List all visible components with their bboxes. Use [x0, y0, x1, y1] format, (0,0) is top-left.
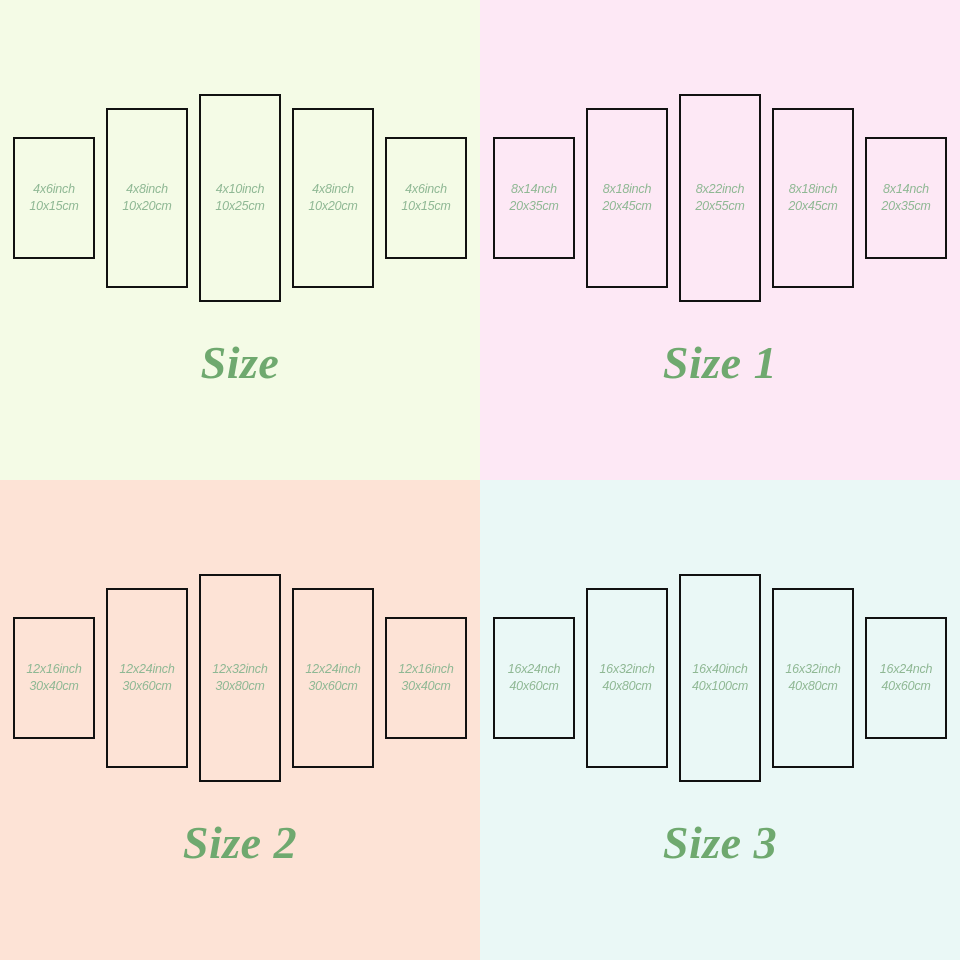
panel-size-inch: 12x16inch — [398, 662, 454, 677]
canvas-panel[interactable]: 4x6inch 10x15cm — [13, 137, 95, 259]
panel-size-cm: 10x20cm — [122, 199, 172, 213]
panel-size-inch: 8x14nch — [511, 182, 557, 197]
panel-size-inch: 16x40inch — [692, 662, 748, 677]
panel-size-inch: 16x32inch — [599, 662, 655, 677]
panel-size-cm: 20x35cm — [509, 199, 559, 213]
panel-size-cm: 20x55cm — [695, 199, 745, 213]
canvas-panel[interactable]: 8x18inch 20x45cm — [772, 108, 854, 288]
panel-size-inch: 4x6inch — [405, 182, 447, 197]
canvas-panel[interactable]: 16x40inch 40x100cm — [679, 574, 761, 782]
size-variant-caption: Size 2 — [182, 817, 298, 868]
panel-size-inch: 8x14nch — [883, 182, 929, 197]
panel-size-cm: 40x100cm — [691, 679, 749, 693]
size-variant-caption: Size — [200, 337, 280, 388]
panel-size-label: 12x32inch 30x80cm — [212, 661, 267, 695]
canvas-panel[interactable]: 4x6inch 10x15cm — [385, 137, 467, 259]
panel-size-cm: 40x60cm — [881, 679, 931, 693]
panel-size-inch: 4x6inch — [33, 182, 75, 197]
size-variant-panel-2: 12x16inch 30x40cm 12x24inch 30x60cm 12x3… — [0, 480, 480, 960]
panel-size-inch: 8x22inch — [695, 182, 745, 197]
panel-size-label: 4x8inch 10x20cm — [122, 181, 172, 215]
panel-size-label: 4x6inch 10x15cm — [401, 181, 451, 215]
panel-size-label: 8x18inch 20x45cm — [602, 181, 652, 215]
panel-size-label: 16x32inch 40x80cm — [599, 661, 654, 695]
panel-size-label: 4x6inch 10x15cm — [29, 181, 79, 215]
panel-size-cm: 40x80cm — [788, 679, 838, 693]
canvas-panel[interactable]: 4x8inch 10x20cm — [106, 108, 188, 288]
panel-size-label: 12x16inch 30x40cm — [398, 661, 453, 695]
panel-size-inch: 16x24nch — [879, 662, 933, 677]
panel-size-label: 8x18inch 20x45cm — [788, 181, 838, 215]
panel-size-cm: 20x45cm — [602, 199, 652, 213]
panel-size-cm: 20x35cm — [881, 199, 931, 213]
size-variant-caption: Size 3 — [662, 817, 778, 868]
panel-size-cm: 40x80cm — [602, 679, 652, 693]
canvas-panel[interactable]: 12x16inch 30x40cm — [385, 617, 467, 739]
panel-size-cm: 20x45cm — [788, 199, 838, 213]
canvas-panel-group-0: 4x6inch 10x15cm 4x8inch 10x20cm 4x10inch… — [0, 78, 480, 318]
panel-size-cm: 30x60cm — [122, 679, 172, 693]
canvas-panel-group-1: 8x14nch 20x35cm 8x18inch 20x45cm 8x22inc… — [480, 78, 960, 318]
canvas-panel[interactable]: 12x24inch 30x60cm — [106, 588, 188, 768]
canvas-panel[interactable]: 8x14nch 20x35cm — [865, 137, 947, 259]
size-variant-caption: Size 1 — [662, 337, 778, 388]
panel-size-cm: 10x25cm — [215, 199, 265, 213]
canvas-panel[interactable]: 8x22inch 20x55cm — [679, 94, 761, 302]
panel-size-cm: 40x60cm — [509, 679, 559, 693]
canvas-panel[interactable]: 12x16inch 30x40cm — [13, 617, 95, 739]
size-variant-panel-0: 4x6inch 10x15cm 4x8inch 10x20cm 4x10inch… — [0, 0, 480, 480]
panel-size-inch: 8x18inch — [788, 182, 838, 197]
panel-size-inch: 16x24nch — [507, 662, 561, 677]
panel-size-label: 8x22inch 20x55cm — [695, 181, 745, 215]
panel-size-inch: 4x8inch — [126, 182, 168, 197]
panel-size-label: 16x32inch 40x80cm — [785, 661, 840, 695]
canvas-panel[interactable]: 16x24nch 40x60cm — [493, 617, 575, 739]
panel-size-cm: 30x80cm — [215, 679, 265, 693]
canvas-panel[interactable]: 12x32inch 30x80cm — [199, 574, 281, 782]
panel-size-cm: 10x20cm — [308, 199, 358, 213]
panel-size-cm: 30x40cm — [29, 679, 79, 693]
canvas-panel[interactable]: 8x14nch 20x35cm — [493, 137, 575, 259]
panel-size-cm: 30x60cm — [308, 679, 358, 693]
canvas-panel[interactable]: 4x8inch 10x20cm — [292, 108, 374, 288]
panel-size-inch: 12x32inch — [212, 662, 268, 677]
panel-size-label: 8x14nch 20x35cm — [881, 181, 931, 215]
canvas-panel[interactable]: 8x18inch 20x45cm — [586, 108, 668, 288]
canvas-panel[interactable]: 16x32inch 40x80cm — [772, 588, 854, 768]
panel-size-label: 4x10inch 10x25cm — [215, 181, 265, 215]
size-variant-panel-1: 8x14nch 20x35cm 8x18inch 20x45cm 8x22inc… — [480, 0, 960, 480]
canvas-panel[interactable]: 4x10inch 10x25cm — [199, 94, 281, 302]
size-variant-panel-3: 16x24nch 40x60cm 16x32inch 40x80cm 16x40… — [480, 480, 960, 960]
canvas-panel[interactable]: 16x24nch 40x60cm — [865, 617, 947, 739]
panel-size-cm: 30x40cm — [401, 679, 451, 693]
canvas-panel[interactable]: 16x32inch 40x80cm — [586, 588, 668, 768]
panel-size-inch: 4x10inch — [215, 182, 265, 197]
panel-size-label: 12x24inch 30x60cm — [119, 661, 174, 695]
panel-size-label: 4x8inch 10x20cm — [308, 181, 358, 215]
panel-size-inch: 4x8inch — [312, 182, 354, 197]
panel-size-cm: 10x15cm — [401, 199, 451, 213]
panel-size-inch: 12x24inch — [119, 662, 175, 677]
panel-size-label: 8x14nch 20x35cm — [509, 181, 559, 215]
canvas-panel[interactable]: 12x24inch 30x60cm — [292, 588, 374, 768]
panel-size-inch: 8x18inch — [602, 182, 652, 197]
panel-size-inch: 16x32inch — [785, 662, 841, 677]
panel-size-label: 16x24nch 40x60cm — [508, 661, 561, 695]
panel-size-label: 16x40inch 40x100cm — [692, 661, 748, 695]
panel-size-label: 12x24inch 30x60cm — [305, 661, 360, 695]
panel-size-inch: 12x24inch — [305, 662, 361, 677]
canvas-panel-group-3: 16x24nch 40x60cm 16x32inch 40x80cm 16x40… — [480, 558, 960, 798]
panel-size-inch: 12x16inch — [26, 662, 82, 677]
panel-size-cm: 10x15cm — [29, 199, 79, 213]
canvas-panel-group-2: 12x16inch 30x40cm 12x24inch 30x60cm 12x3… — [0, 558, 480, 798]
panel-size-label: 16x24nch 40x60cm — [880, 661, 933, 695]
panel-size-label: 12x16inch 30x40cm — [26, 661, 81, 695]
